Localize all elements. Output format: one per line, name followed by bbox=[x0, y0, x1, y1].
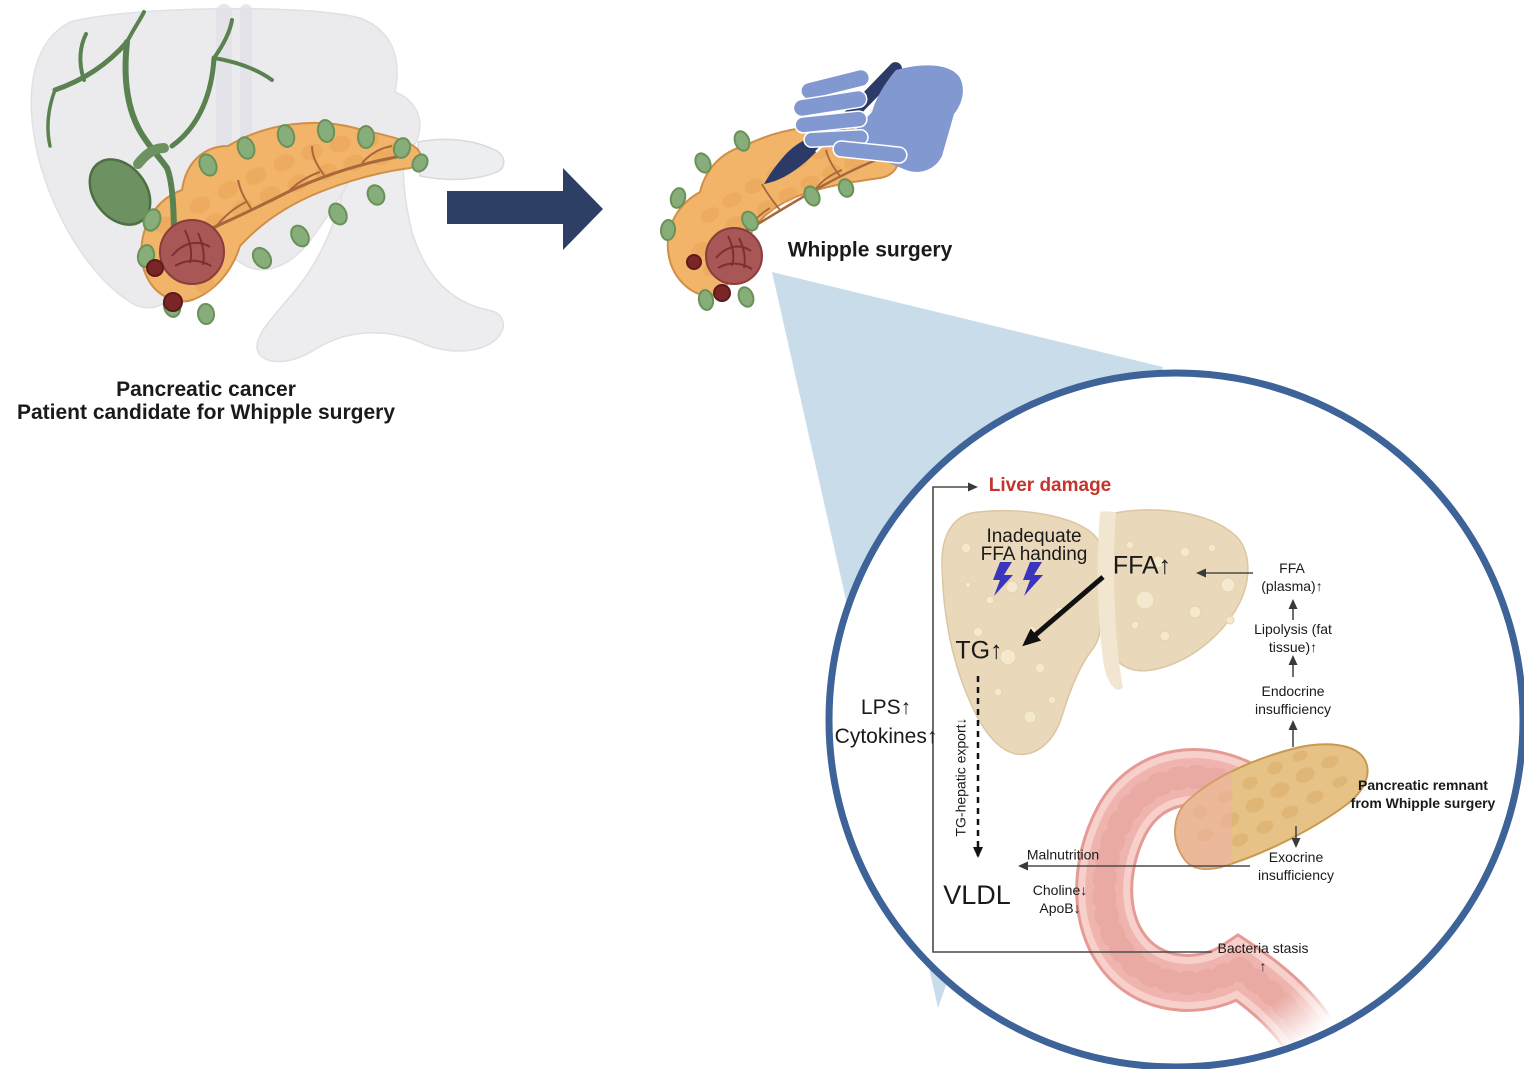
tumor bbox=[159, 219, 225, 285]
malnutrition-label: Malnutrition bbox=[1026, 846, 1100, 863]
pancreatic-duct bbox=[177, 145, 403, 244]
flow-arrow-icon bbox=[447, 168, 603, 250]
vessel-band bbox=[240, 4, 252, 152]
ffa-up-label: FFA↑ bbox=[1112, 551, 1172, 580]
vessel-band bbox=[216, 4, 232, 156]
metastatic-nodes bbox=[686, 254, 731, 302]
exocrine-insufficiency-label: Exocrine insufficiency bbox=[1257, 849, 1335, 883]
lightning-bolt-icon bbox=[993, 562, 1043, 596]
fatty-liver-illustration bbox=[941, 509, 1249, 756]
ffa-to-tg-arrow bbox=[1022, 575, 1105, 647]
gallbladder bbox=[88, 143, 169, 226]
panel1-caption: Pancreatic cancer Patient candidate for … bbox=[16, 378, 396, 424]
tg-up-label: TG↑ bbox=[955, 636, 1003, 665]
tg-hepatic-export-label: TG-hepatic export↓ bbox=[952, 717, 969, 837]
lps-cytokines-label: LPS↑ Cytokines↑ bbox=[834, 696, 938, 748]
metastatic-nodes bbox=[146, 259, 183, 312]
pathway-connectors bbox=[932, 482, 1301, 953]
inadequate-ffa-label: Inadequate FFA handing bbox=[980, 526, 1088, 565]
vldl-label: VLDL bbox=[943, 880, 1011, 911]
panel2-surgery-illustration bbox=[659, 62, 963, 311]
whipple-surgery-label: Whipple surgery bbox=[787, 238, 953, 262]
lipolysis-label: Lipolysis (fat tissue)↑ bbox=[1254, 621, 1332, 655]
surgeon-hand-icon bbox=[792, 65, 963, 172]
liver-damage-label: Liver damage bbox=[988, 474, 1112, 496]
pancreatic-remnant-label: Pancreatic remnant from Whipple surgery bbox=[1350, 777, 1496, 811]
choline-apob-label: Choline↓ ApoB↓ bbox=[1032, 882, 1088, 916]
fat-droplets bbox=[960, 540, 1236, 724]
duodenum-stub bbox=[417, 138, 505, 181]
bacteria-stasis-label: Bacteria stasis ↑ bbox=[1217, 940, 1309, 974]
ffa-plasma-label: FFA (plasma)↑ bbox=[1261, 560, 1323, 594]
panel1-anatomy-illustration bbox=[30, 4, 505, 363]
tumor bbox=[705, 227, 763, 285]
detail-circle-border bbox=[825, 369, 1524, 1069]
stomach-silhouette bbox=[256, 145, 504, 363]
feedback-path-line bbox=[932, 482, 1212, 953]
endocrine-insufficiency-label: Endocrine insufficiency bbox=[1254, 683, 1332, 717]
